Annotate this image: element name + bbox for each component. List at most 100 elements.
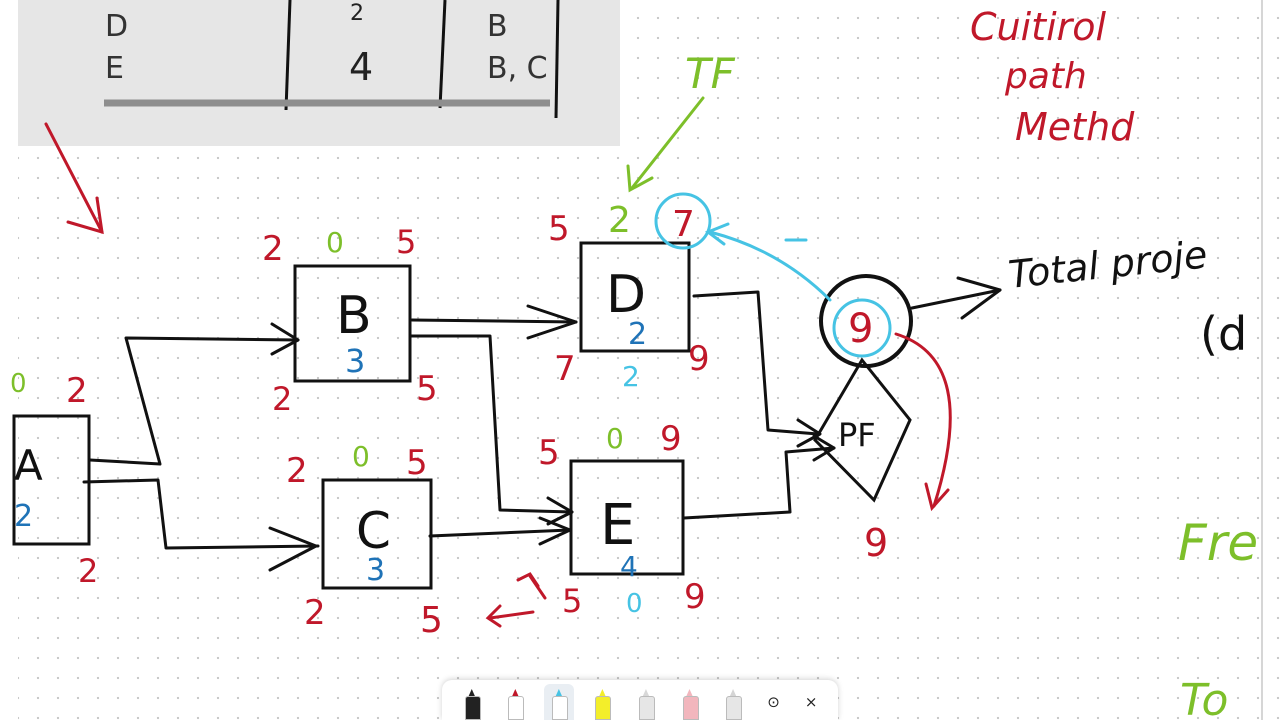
node-d-ef-highlight (654, 192, 712, 250)
table-row-e-activity: E (105, 51, 124, 86)
eraser-tip (685, 689, 694, 698)
node-pf-top: 9 (848, 306, 873, 352)
arrow-a-c (82, 478, 320, 550)
table-row-e-duration: 4 (349, 45, 373, 89)
arrow-c-e (428, 528, 572, 538)
node-d-ff: 2 (622, 360, 640, 393)
black-pen-body (464, 696, 481, 720)
table-divider-1 (284, 0, 292, 111)
total-float-note: To (1180, 675, 1228, 720)
node-c-lf: 5 (420, 600, 443, 641)
node-c-tf: 0 (352, 440, 370, 473)
left-margin (1, 0, 18, 720)
title-line-2: path (1004, 56, 1087, 97)
blue-pen-tool[interactable] (543, 684, 574, 720)
node-a-box (12, 414, 91, 546)
table-row-d-duration: 2 (350, 1, 364, 26)
node-e-es: 5 (538, 433, 560, 473)
node-e-ls: 5 (562, 582, 582, 620)
backward-pass-start-arrow (894, 332, 952, 512)
eraser-body (682, 696, 699, 720)
red-pen-body (508, 696, 525, 720)
node-d-ef: 7 (672, 204, 695, 245)
node-b-label: B (336, 286, 372, 346)
node-d-label: D (606, 265, 646, 325)
arrow-a-b (88, 336, 300, 466)
node-b[interactable]: B 3 (293, 264, 412, 383)
node-c-ef: 5 (406, 443, 428, 483)
network-arrows (82, 276, 1002, 572)
node-d[interactable]: D 2 (579, 241, 691, 353)
node-b-lf: 5 (416, 369, 438, 409)
node-b-ef: 5 (396, 223, 416, 261)
node-e-duration: 4 (620, 550, 638, 583)
node-d-box (579, 241, 691, 353)
node-c[interactable]: C 3 (321, 478, 433, 590)
close-icon[interactable]: × (804, 693, 818, 711)
laser-pointer-tip (641, 689, 650, 698)
title-line-1: Cuitirol (970, 5, 1107, 49)
node-e-tf: 0 (606, 422, 624, 455)
red-pen-tip (511, 689, 520, 698)
node-b-ls: 2 (272, 380, 292, 418)
ruler-tool[interactable] (718, 684, 748, 720)
node-b-es: 2 (262, 229, 284, 269)
node-a-label: A (14, 441, 43, 490)
node-pf-bottom: 9 (864, 521, 888, 565)
node-a-ef: 2 (66, 371, 88, 411)
yellow-highlighter-tool[interactable] (587, 684, 617, 720)
node-e[interactable]: E 4 (569, 459, 685, 583)
node-pf-diamond (813, 357, 912, 503)
minus-note: - (780, 247, 781, 249)
node-e-label: E (600, 493, 635, 558)
project-duration-circle (819, 274, 913, 368)
node-pf[interactable]: PF (813, 357, 912, 503)
arrow-b-d (410, 318, 578, 324)
node-e-ef: 9 (660, 419, 682, 459)
node-c-duration: 3 (366, 553, 385, 588)
node-d-ls: 7 (554, 349, 576, 389)
yellow-highlighter-body (595, 696, 612, 720)
total-project-paren: (d (1200, 307, 1247, 361)
arrow-e-pf (682, 446, 836, 520)
drawing-toolbar: ⊙× (442, 680, 838, 720)
laser-pointer-tool[interactable] (631, 684, 661, 720)
eraser-tool[interactable] (675, 684, 705, 720)
node-b-tf: 0 (326, 226, 344, 259)
free-float-note: Fre (1178, 514, 1258, 572)
title-note: Cuitirol path Methd (970, 5, 1135, 149)
black-pen-tip (467, 689, 476, 698)
node-e-lf: 9 (684, 577, 706, 617)
black-pen-tool[interactable] (457, 684, 487, 720)
ruler-tip (729, 689, 738, 698)
node-c-ls: 2 (304, 593, 326, 633)
project-duration-highlight (832, 298, 892, 358)
node-d-tf: 2 (608, 200, 631, 241)
arrow-total-project (910, 288, 1002, 310)
table-row-d-predecessors: B (487, 9, 508, 44)
backward-pass-arrows (485, 572, 547, 628)
node-a-es: 0 (10, 369, 27, 399)
table-row-d-activity: D (105, 9, 128, 44)
node-c-label: C (356, 502, 391, 560)
node-c-box (321, 478, 433, 590)
node-d-duration: 2 (628, 317, 647, 352)
laser-pointer-body (638, 696, 655, 720)
node-e-ff: 0 (626, 589, 643, 619)
node-b-duration: 3 (345, 342, 365, 380)
title-line-3: Methd (1015, 105, 1135, 149)
tf-label: TF (685, 49, 736, 98)
tf-calculation-arrow (704, 222, 832, 302)
table-divider-2 (438, 0, 447, 109)
ruler-body (726, 696, 743, 720)
table-divider-3 (554, 0, 560, 119)
node-d-lf: 9 (688, 339, 710, 379)
node-pf-label: PF (838, 416, 876, 454)
node-d-es: 5 (548, 209, 570, 249)
node-a[interactable]: A 2 (12, 414, 91, 546)
node-a-lf: 2 (78, 552, 98, 590)
red-pen-tool[interactable] (500, 684, 530, 720)
arrow-d-pf (692, 290, 820, 436)
lasso-icon[interactable]: ⊙ (767, 693, 780, 711)
